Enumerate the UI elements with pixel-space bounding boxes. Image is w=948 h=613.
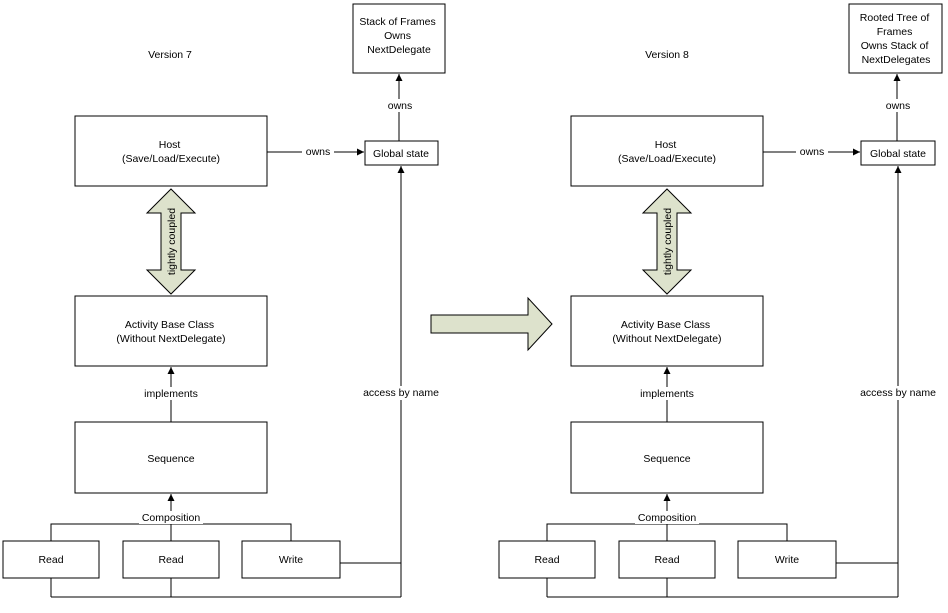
stack-of-frames-box [352,3,446,74]
host-label: Host (Save/Load/Execute) [122,139,220,165]
sequence-label-v8: Sequence [643,453,690,465]
host-label-v8: Host (Save/Load/Execute) [618,139,716,165]
owns-horizontal-label-v8: owns [800,146,825,158]
owns-vertical-label: owns [388,100,413,112]
implements-label: implements [144,388,198,400]
access-by-name-label: access by name [363,387,439,399]
write-label-v8: Write [775,554,799,566]
owns-vertical-label-v8: owns [886,100,911,112]
rooted-tree-box [848,3,943,74]
implements-label-v8: implements [640,388,694,400]
composition-label: Composition [142,512,201,524]
rooted-tree-label: Rooted Tree of Frames Owns Stack of Next… [860,12,932,66]
activity-base-class-label-v8: Activity Base Class (Without NextDelegat… [612,319,721,345]
activity-base-class-box-v8 [570,295,764,367]
version-7-label: Version 7 [148,49,192,61]
access-by-name-label-v8: access by name [860,387,936,399]
host-box-v8 [570,115,764,187]
global-state-label-v8: Global state [870,148,926,160]
read-box-2-v8 [618,540,716,579]
write-box [241,540,341,579]
write-box-v8 [737,540,837,579]
read-label-1-v8: Read [534,554,559,566]
tightly-coupled-double-arrow [145,188,197,295]
version-7-diagram: Version 7 Stack of Frames Owns NextDeleg… [2,3,446,598]
tightly-coupled-label-v8: tightly coupled [662,208,674,275]
tightly-coupled-label: tightly coupled [166,208,178,275]
write-label: Write [279,554,303,566]
read-label-2: Read [158,554,183,566]
version-8-label: Version 8 [645,49,689,61]
composition-label-v8: Composition [638,512,697,524]
activity-base-class-label: Activity Base Class (Without NextDelegat… [116,319,225,345]
tightly-coupled-double-arrow-v8 [641,188,693,295]
owns-horizontal-label: owns [306,146,331,158]
read-label-1: Read [38,554,63,566]
read-box-1 [2,540,100,579]
sequence-box-v8 [570,421,764,494]
stack-of-frames-label: Stack of Frames Owns NextDelegate [359,16,438,56]
version-8-diagram: Version 8 Rooted Tree of Frames Owns Sta… [498,3,943,598]
sequence-label: Sequence [147,453,194,465]
global-state-box [364,140,439,166]
global-state-box-v8 [860,140,936,166]
activity-base-class-box [74,295,268,367]
read-label-2-v8: Read [654,554,679,566]
sequence-box [74,421,268,494]
read-box-2 [122,540,220,579]
global-state-label: Global state [373,148,429,160]
version-transition-arrow [430,296,553,352]
host-box [74,115,268,187]
